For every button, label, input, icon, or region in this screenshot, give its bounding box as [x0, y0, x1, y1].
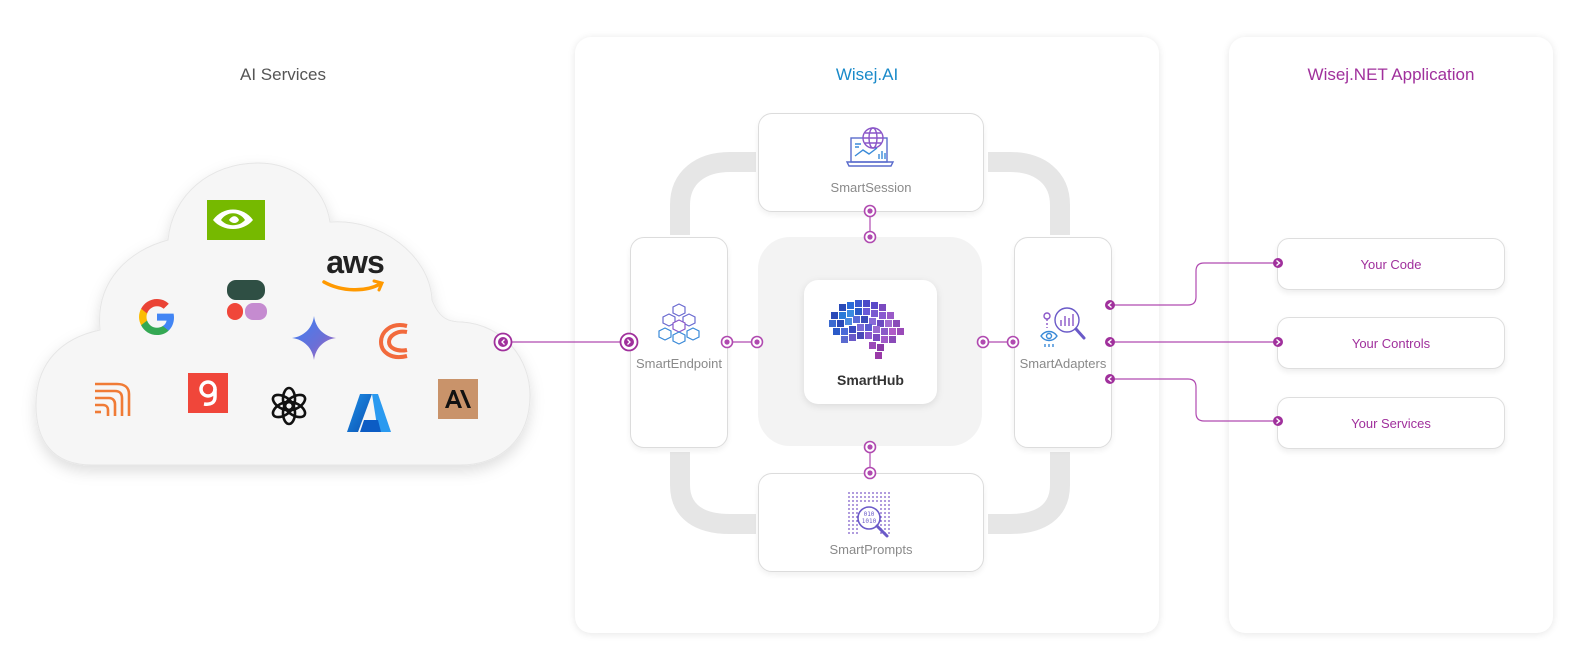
- mistral-logo: [227, 280, 267, 320]
- cloud-shape: [35, 162, 531, 466]
- wisej-ai-title: Wisej.AI: [835, 65, 899, 84]
- your-controls-label: Your Controls: [1351, 335, 1431, 351]
- openai-logo: [271, 386, 307, 426]
- aws-smile-icon: [322, 279, 385, 292]
- your-code-card[interactable]: Your Code: [1277, 238, 1505, 290]
- cloud-port-icon: [493, 332, 513, 352]
- anthropic-glyph-icon: [445, 390, 471, 408]
- chevron-right-icon: [1272, 336, 1284, 348]
- connector-dot: [863, 466, 877, 480]
- aws-logo: aws: [320, 246, 390, 296]
- svg-text:1010: 1010: [862, 518, 877, 525]
- connector-dot: [863, 204, 877, 218]
- cubes-icon: [658, 303, 700, 345]
- endpoint-port-icon: [619, 332, 639, 352]
- smart-endpoint-card[interactable]: SmartEndpoint: [630, 237, 728, 448]
- svg-text:010: 010: [864, 511, 875, 518]
- connector-dot: [863, 230, 877, 244]
- smart-hub-label: SmartHub: [837, 372, 904, 388]
- smart-hub-card[interactable]: SmartHub: [804, 280, 937, 404]
- smart-session-card[interactable]: SmartSession: [758, 113, 984, 212]
- google-logo: [139, 299, 174, 335]
- smart-adapters-label: SmartAdapters: [1019, 356, 1107, 371]
- connector-dot: [863, 440, 877, 454]
- connector-dot: [976, 335, 990, 349]
- smart-session-label: SmartSession: [830, 180, 912, 195]
- your-code-label: Your Code: [1360, 256, 1422, 272]
- your-services-label: Your Services: [1351, 415, 1431, 431]
- pixel-brain-icon: [829, 300, 904, 359]
- smart-prompts-label: SmartPrompts: [829, 542, 913, 557]
- claude-logo: [378, 323, 408, 359]
- binary-search-icon: 010 1010: [848, 492, 890, 538]
- aws-logo-text: aws: [326, 244, 384, 280]
- wisej-net-app-title: Wisej.NET Application: [1307, 65, 1475, 84]
- your-services-card[interactable]: Your Services: [1277, 397, 1505, 449]
- analytics-search-icon: [1040, 307, 1086, 347]
- connector-dot: [750, 335, 764, 349]
- nvidia-logo: [207, 200, 265, 240]
- groq-logo: [188, 373, 228, 413]
- connector-dot: [720, 335, 734, 349]
- connector-dot: [1006, 335, 1020, 349]
- gemini-logo: [292, 316, 336, 360]
- smart-prompts-card[interactable]: 010 1010 SmartPrompts: [758, 473, 984, 572]
- chevron-right-icon: [1272, 415, 1284, 427]
- chevron-left-icon: [1104, 373, 1116, 385]
- sambanova-logo: [95, 382, 131, 416]
- azure-logo: [347, 394, 391, 432]
- chevron-left-icon: [1104, 299, 1116, 311]
- anthropic-logo: [438, 379, 478, 419]
- your-controls-card[interactable]: Your Controls: [1277, 317, 1505, 369]
- chevron-right-icon: [1272, 257, 1284, 269]
- chevron-left-icon: [1104, 336, 1116, 348]
- ai-services-title: AI Services: [240, 65, 326, 84]
- globe-laptop-icon: [845, 127, 895, 167]
- smart-endpoint-label: SmartEndpoint: [636, 356, 722, 371]
